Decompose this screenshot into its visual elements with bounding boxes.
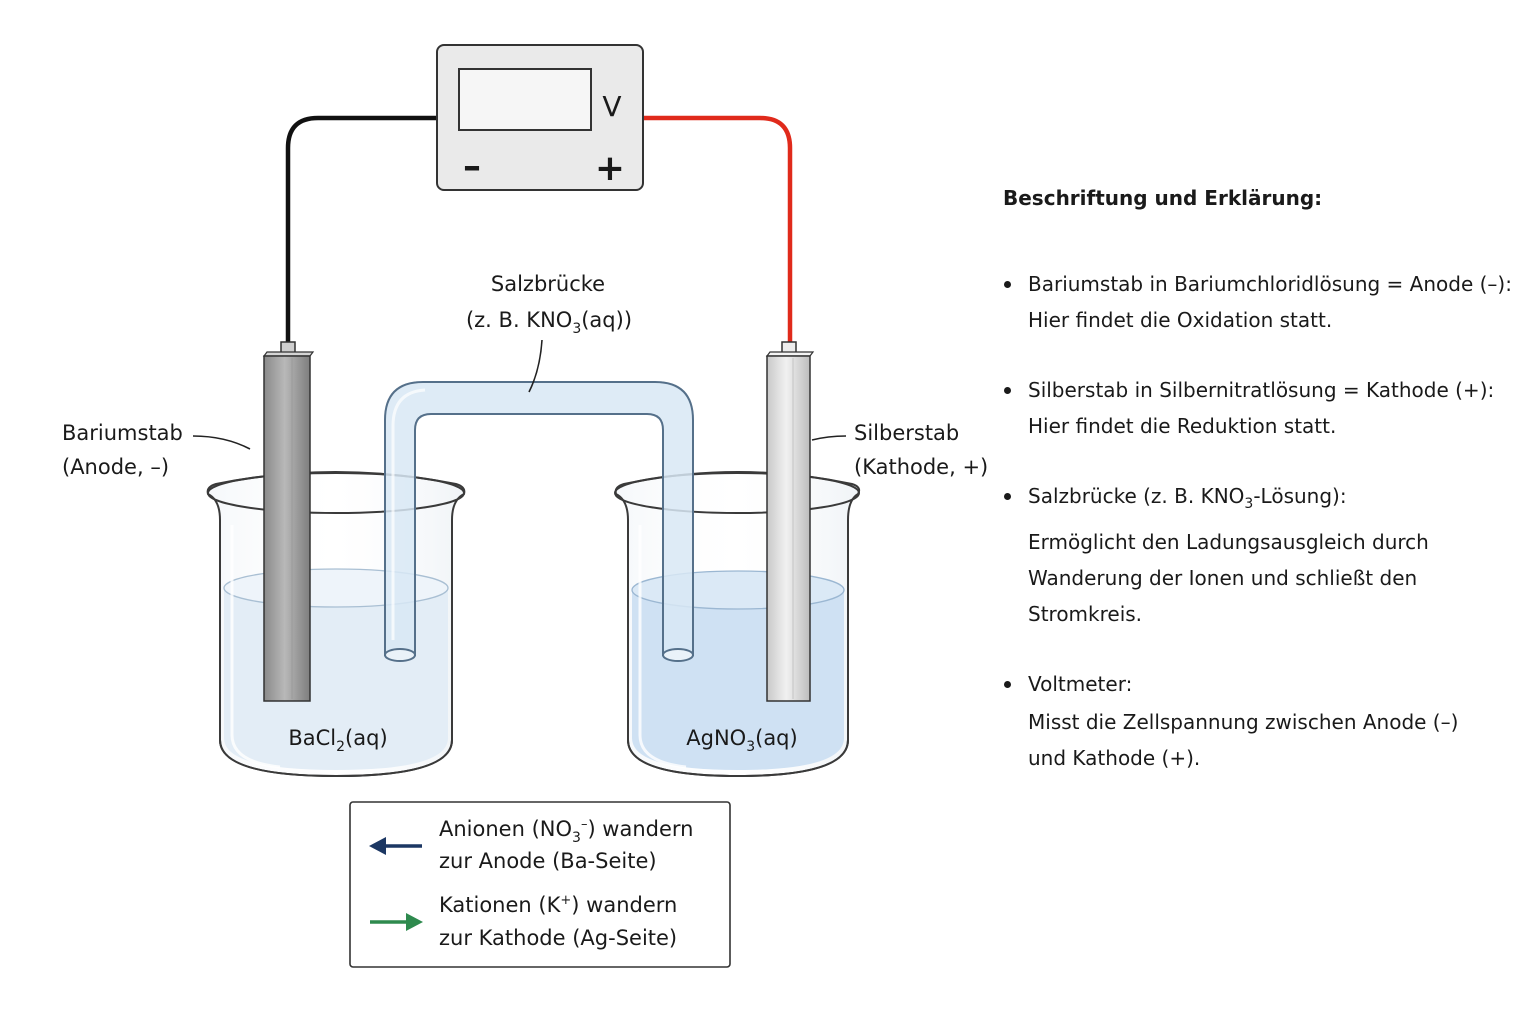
salt-bridge-label-line2: (z. B. KNO3(aq)) [466,308,632,337]
anode-label-line2: (Anode, –) [62,455,169,479]
explanation-item-salt-bridge: Salzbrücke (z. B. KNO3-Lösung): Ermöglic… [1003,478,1523,632]
salt-bridge [384,381,694,662]
explanation-heading: Beschriftung und Erklärung: [1003,186,1323,210]
positive-wire [642,115,793,342]
cathode-label-line2: (Kathode, +) [854,455,988,479]
voltmeter-unit-symbol: V [602,90,621,123]
salt-bridge-leader-line [528,339,543,393]
explanation-item-cathode-body: Hier findet die Reduktion statt. [1028,414,1337,438]
negative-wire [285,115,438,342]
silver-electrode-rod [766,355,811,702]
ion-migration-legend: Anionen (NO3–) wandern zur Anode (Ba-Sei… [349,801,731,968]
explanation-item-anode-body: Hier findet die Oxidation statt. [1028,308,1333,332]
cathode-label-line1: Silberstab [854,421,959,445]
explanation-item-anode: Bariumstab in Bariumchloridlösung = Anod… [1003,266,1523,338]
voltmeter: V – + [436,44,644,191]
explanation-item-voltmeter-body: Misst die Zellspannung zwischen Anode (–… [1028,710,1459,770]
right-solution-label: AgNO3(aq) [686,726,797,755]
legend-box [349,801,731,968]
explanation-item-anode-title: Bariumstab in Bariumchloridlösung = Anod… [1028,272,1512,296]
explanation-list: Bariumstab in Bariumchloridlösung = Anod… [1003,266,1523,776]
anion-arrow-icon [369,837,422,855]
explanation-item-voltmeter-title: Voltmeter: [1028,672,1133,696]
voltmeter-plus-terminal: + [595,148,625,189]
salt-bridge-right-opening [662,648,694,662]
left-beaker-rim [207,472,465,514]
anode-label-line1: Bariumstab [62,421,183,445]
legend-anion-line1: Anionen (NO3–) wandern [439,817,693,846]
explanation-item-voltmeter: Voltmeter: Misst die Zellspannung zwisch… [1003,666,1523,776]
explanation-item-salt-bridge-title: Salzbrücke (z. B. KNO3-Lösung): [1028,484,1347,512]
explanation-panel: Beschriftung und Erklärung: Bariumstab i… [1003,180,1523,776]
barium-electrode [262,341,315,702]
explanation-item-salt-bridge-body: Ermöglicht den Ladungsausgleich durch Wa… [1028,530,1429,626]
left-solution-label: BaCl2(aq) [288,726,387,755]
legend-cation-line1: Kationen (K+) wandern [439,893,677,917]
cation-arrow-icon [370,913,423,931]
silver-electrode [765,341,815,702]
salt-bridge-label-line1: Salzbrücke [491,272,605,296]
legend-anion-line2: zur Anode (Ba-Seite) [439,849,657,873]
salt-bridge-left-opening [384,648,416,662]
explanation-item-cathode-title: Silberstab in Silbernitratlösung = Katho… [1028,378,1495,402]
cathode-leader-line [811,435,847,441]
legend-cation-line2: zur Kathode (Ag-Seite) [439,926,677,950]
right-beaker-rim [614,472,860,514]
voltmeter-display [458,68,592,131]
barium-electrode-rod [263,355,311,702]
voltmeter-minus-terminal: – [463,146,481,187]
explanation-item-cathode: Silberstab in Silbernitratlösung = Katho… [1003,372,1523,444]
anode-leader-line [192,435,251,450]
